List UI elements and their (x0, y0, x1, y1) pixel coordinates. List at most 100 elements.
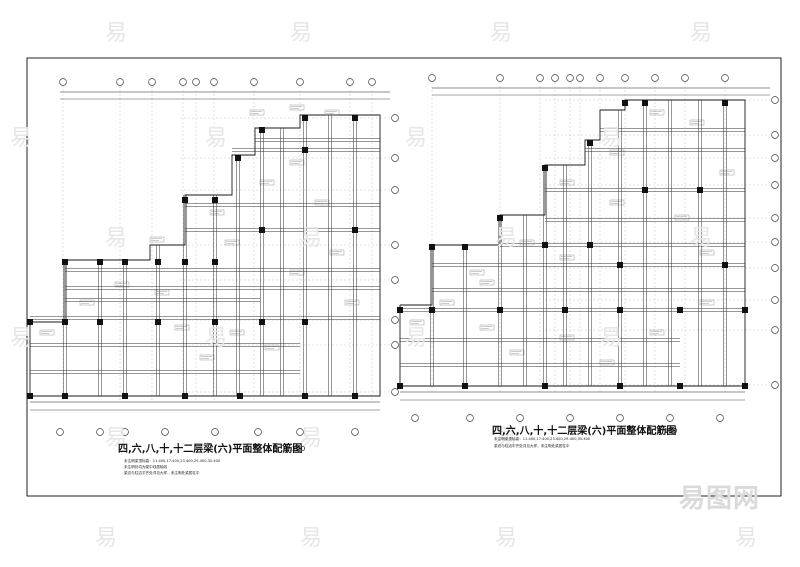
column (462, 244, 468, 250)
watermark-glyph: 易 (490, 21, 513, 46)
axis-bubble-top (576, 74, 584, 82)
left-plan-note-2: 未注明处均为梁中线居轴线 (124, 465, 168, 469)
column (27, 393, 33, 399)
axis-bubble-top (210, 78, 218, 86)
beam-annotation (409, 319, 425, 326)
column (397, 307, 403, 313)
column (542, 383, 548, 389)
beam-annotation (264, 344, 280, 351)
axis-bubble-right (771, 181, 779, 189)
beam-annotation (559, 179, 575, 186)
left-plan-scale: 1:100 (285, 445, 306, 453)
watermark-glyph: 易 (405, 126, 428, 151)
left-plan-note-1: 未注明梁顶标高：11.400,17.400,23.400,29.400,35.4… (124, 459, 221, 463)
axis-bubble-right (391, 186, 399, 194)
building-outline (399, 99, 746, 387)
axis-bubble-bottom (566, 414, 574, 422)
column (587, 242, 593, 248)
axis-bubble-top (148, 78, 156, 86)
beam-annotation (149, 236, 165, 243)
beam-annotation (344, 299, 360, 306)
column (497, 307, 503, 313)
column (429, 244, 435, 250)
column (617, 383, 623, 389)
beam-annotation (609, 149, 625, 156)
column (237, 393, 243, 399)
beam-annotation (209, 209, 225, 216)
axis-bubble-right (391, 276, 399, 284)
column (62, 393, 68, 399)
axis-bubble-top (428, 74, 436, 82)
axis-bubble-right (391, 114, 399, 122)
column (677, 307, 683, 313)
column (182, 197, 188, 203)
column (642, 100, 648, 106)
axis-bubble-top (179, 78, 187, 86)
column (742, 383, 748, 389)
beam-annotation (329, 249, 345, 256)
axis-bubble-bottom (516, 414, 524, 422)
axis-bubble-top (596, 74, 604, 82)
axis-bubble-right (771, 96, 779, 104)
column (352, 227, 358, 233)
axis-bubble-bottom (351, 428, 359, 436)
beam-annotation (289, 159, 305, 166)
axis-bubble-bottom (211, 428, 219, 436)
axis-bubble-right (771, 381, 779, 389)
watermark-glyph: 易 (290, 21, 313, 46)
watermark-glyph: 易 (10, 326, 33, 351)
column (642, 187, 648, 193)
axis-bubble-bottom (616, 414, 624, 422)
axis-bubble-top (368, 78, 376, 86)
axis-bubble-right (771, 296, 779, 304)
right-plan-title: 四,六,八,十,十二层梁(六)平面整体配筋图 (492, 426, 677, 437)
axis-bubble-bottom (161, 428, 169, 436)
column (27, 319, 33, 325)
right-plan-scale: 1:100 (657, 427, 678, 435)
column (352, 393, 358, 399)
watermark-glyph: 易 (10, 126, 33, 151)
right-beam-plan (397, 74, 779, 422)
column (677, 383, 683, 389)
column (155, 319, 161, 325)
column (742, 307, 748, 313)
column (617, 307, 623, 313)
axis-bubble-right (391, 388, 399, 396)
column (155, 259, 161, 265)
beam-annotation (229, 329, 245, 336)
watermark-glyph: 易 (105, 226, 128, 251)
beam-annotation (479, 324, 495, 331)
axis-bubble-top (721, 74, 729, 82)
beam-annotation (649, 109, 665, 116)
column (302, 319, 308, 325)
beam-annotation (509, 349, 525, 356)
watermark-glyph: 易 (300, 426, 323, 451)
axis-bubble-right (771, 214, 779, 222)
beam-annotation (79, 299, 95, 306)
beam-annotation (249, 109, 265, 116)
watermark-glyph: 易 (495, 426, 518, 451)
beam-annotation (609, 199, 625, 206)
beam-annotation (314, 199, 330, 206)
axis-bubble-top (296, 78, 304, 86)
axis-bubble-bottom (96, 428, 104, 436)
column (122, 259, 128, 265)
watermark-glyph: 易 (205, 126, 228, 151)
axis-bubble-right (771, 264, 779, 272)
column (62, 259, 68, 265)
watermark-glyph: 易 (105, 21, 128, 46)
watermark-glyph: 易 (735, 526, 758, 551)
axis-bubble-bottom (716, 414, 724, 422)
column (617, 262, 623, 268)
axis-bubble-right (771, 238, 779, 246)
watermark-glyph: 易 (495, 226, 518, 251)
axis-bubble-right (771, 131, 779, 139)
column (62, 319, 68, 325)
watermark-glyph: 易 (405, 326, 428, 351)
column (212, 259, 218, 265)
column (235, 155, 241, 161)
axis-bubble-right (771, 154, 779, 162)
column (397, 383, 403, 389)
column (259, 227, 265, 233)
column (259, 319, 265, 325)
